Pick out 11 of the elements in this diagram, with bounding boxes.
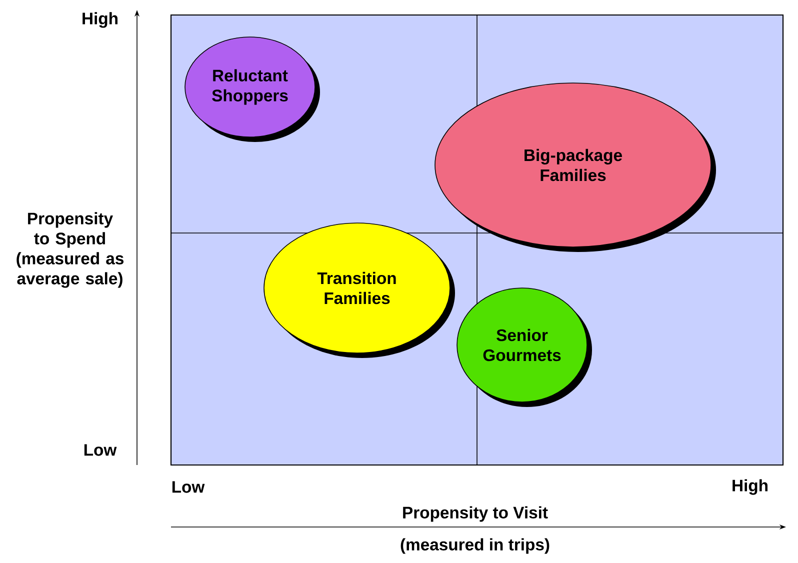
ellipse-bubble: Senior Gourmets — [456, 288, 592, 407]
axis-label: Low — [172, 481, 205, 493]
axis-label: High — [82, 12, 118, 28]
axis-label: (measured in trips) — [400, 538, 550, 554]
axis-label: Propensity to Visit — [403, 506, 548, 522]
axis-label: High — [732, 479, 768, 495]
ellipse-bubble: Big-package Families — [434, 82, 716, 252]
ellipse-bubble: Transition Families — [264, 222, 455, 358]
ellipse-bubble: Reluctant Shoppers — [184, 36, 320, 142]
axis-label: Low — [84, 444, 117, 456]
axis-label: Propensity to Spend (measured as average sale) — [16, 212, 124, 288]
